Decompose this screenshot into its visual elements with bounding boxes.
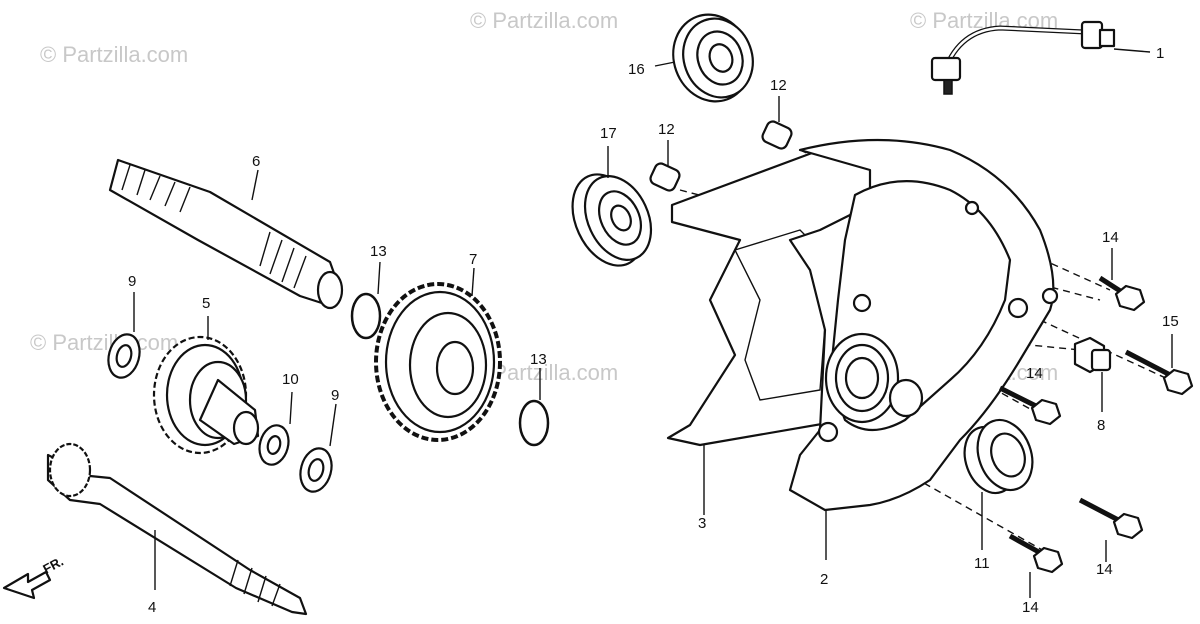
callout-13: 13 — [530, 351, 547, 368]
callout-7: 7 — [469, 251, 477, 268]
part-14-bolt[interactable] — [998, 385, 1062, 426]
front-direction-arrow: FR. — [2, 554, 66, 600]
part-9-washer[interactable] — [296, 403, 337, 495]
part-12-dowel-pin[interactable] — [761, 96, 794, 150]
callout-9: 9 — [331, 387, 339, 404]
watermark-text: © Partzilla.com — [40, 42, 188, 67]
callout-12: 12 — [770, 77, 787, 94]
part-9-washer[interactable] — [104, 292, 144, 381]
watermark-text: © Partzilla.com — [30, 330, 178, 355]
part-2-cover[interactable] — [788, 138, 1059, 560]
callout-16: 16 — [628, 61, 645, 78]
part-14-bolt[interactable] — [1008, 533, 1064, 598]
callout-14: 14 — [1022, 599, 1039, 616]
callout-labels: 1 2 3 4 5 6 7 8 9 9 10 11 12 12 13 13 14… — [128, 45, 1179, 616]
part-6-shaft[interactable] — [108, 158, 344, 310]
part-14-bolt[interactable] — [1098, 248, 1146, 312]
part-17-bearing[interactable] — [559, 146, 664, 277]
callout-4: 4 — [148, 599, 156, 616]
part-7-gear[interactable] — [374, 267, 502, 442]
callout-9: 9 — [128, 273, 136, 290]
callout-1: 1 — [1156, 45, 1164, 62]
callout-5: 5 — [202, 295, 210, 312]
part-1-sensor[interactable] — [930, 20, 1151, 95]
callout-14: 14 — [1096, 561, 1113, 578]
callout-3: 3 — [698, 515, 706, 532]
callout-12: 12 — [658, 121, 675, 138]
part-16-bearing[interactable] — [654, 4, 764, 113]
part-8-drain-plug[interactable] — [1073, 336, 1112, 412]
callout-17: 17 — [600, 125, 617, 142]
callout-14: 14 — [1026, 365, 1043, 382]
part-4-drive-shaft[interactable] — [46, 442, 308, 616]
part-12-dowel-pin[interactable] — [649, 140, 682, 192]
part-13-circlip[interactable] — [518, 368, 550, 447]
part-11-oil-seal[interactable] — [956, 412, 1042, 550]
part-5-gear[interactable] — [152, 316, 260, 455]
callout-8: 8 — [1097, 417, 1105, 434]
callout-14: 14 — [1102, 229, 1119, 246]
watermark-text: © Partzilla.com — [470, 8, 618, 33]
callout-11: 11 — [974, 555, 990, 572]
callout-10: 10 — [282, 371, 299, 388]
part-13-circlip[interactable] — [350, 261, 382, 340]
part-14-bolt[interactable] — [1078, 497, 1144, 562]
part-15-bolt[interactable] — [1124, 334, 1194, 396]
callout-6: 6 — [252, 153, 260, 170]
callout-13: 13 — [370, 243, 387, 260]
part-10-washer[interactable] — [255, 391, 293, 468]
callout-15: 15 — [1162, 313, 1179, 330]
callout-2: 2 — [820, 571, 828, 588]
